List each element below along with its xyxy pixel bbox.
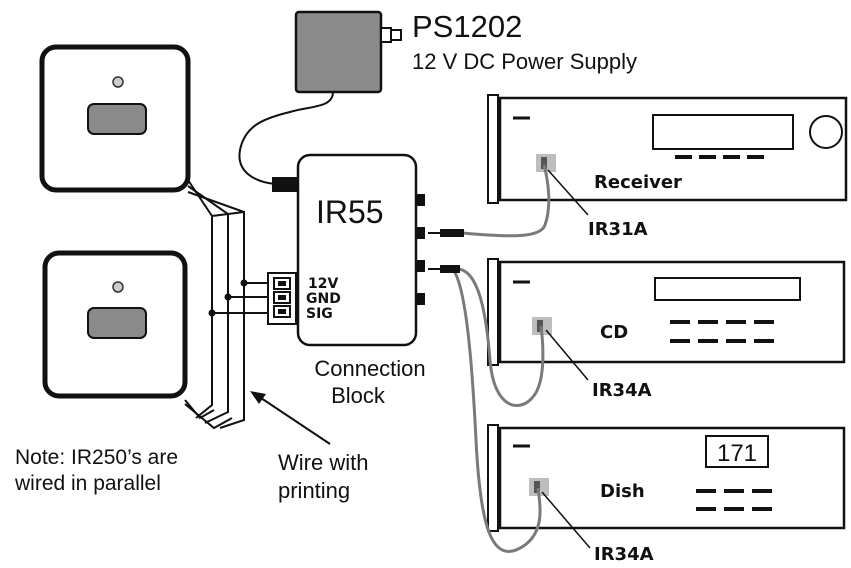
connection-block-caption-line2: Block (331, 383, 386, 408)
cd-label: CD (600, 322, 628, 343)
emitter-cables (452, 164, 551, 553)
power-cable (238, 91, 334, 185)
wire-junction-dots (208, 279, 248, 317)
terminal-block (267, 272, 297, 325)
ir250-receiver-bottom (42, 250, 188, 399)
emitter-plugs (428, 229, 464, 273)
pin-label-12v: 12V (308, 276, 338, 292)
note-parallel-line2: wired in parallel (14, 472, 161, 495)
dish-display-readout: 171 (717, 440, 757, 467)
wire-pointer-arrow (250, 391, 331, 445)
emitter-leader-lines (541, 169, 591, 549)
pin-label-gnd: GND (306, 291, 341, 307)
note-parallel-line1: Note: IR250’s are (15, 446, 178, 469)
ir55-label: IR55 (316, 194, 384, 230)
ir250-receiver-top (39, 44, 191, 193)
power-supply-description: 12 V DC Power Supply (412, 49, 637, 74)
dish-label: Dish (600, 481, 645, 502)
note-wire-line2: printing (278, 478, 350, 503)
power-supply-unit (294, 10, 402, 94)
dish-receiver-unit (487, 424, 846, 532)
power-supply-model: PS1202 (412, 9, 522, 44)
receiver-label: Receiver (594, 172, 682, 193)
cd-player-unit (487, 258, 846, 366)
printed-wire-bundle (184, 179, 245, 430)
ir55-connection-block (296, 153, 425, 347)
emitter-label-ir31a: IR31A (588, 219, 648, 240)
emitter-label-ir34a-cd: IR34A (592, 380, 652, 401)
note-wire-line1: Wire with (278, 450, 368, 475)
connection-block-caption-line1: Connection (314, 356, 425, 381)
pin-label-sig: SIG (306, 306, 333, 322)
receiver-unit (487, 94, 848, 204)
power-plug (272, 177, 304, 192)
emitter-label-ir34a-dish: IR34A (594, 544, 654, 565)
